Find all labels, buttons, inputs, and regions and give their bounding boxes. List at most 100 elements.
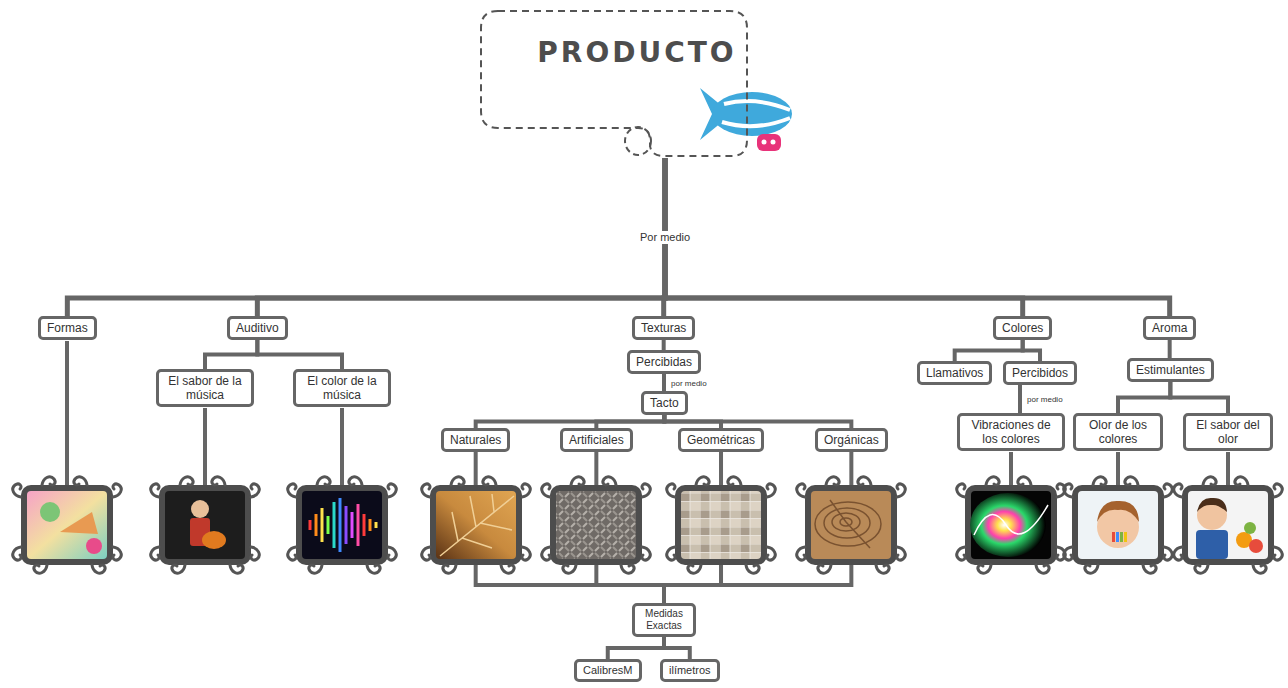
bubble-outline	[478, 8, 750, 158]
connector-line	[1118, 382, 1170, 413]
connector-line	[1018, 385, 1022, 413]
connector-line	[608, 637, 664, 659]
connector-line	[665, 158, 1023, 316]
photo-guitar	[151, 477, 259, 573]
photo-leaf	[422, 477, 530, 573]
blimp-body	[712, 92, 792, 136]
node-text: Geométricas	[687, 433, 755, 447]
node-text: Medidas Exactas	[641, 608, 687, 632]
photo-detail	[1120, 532, 1123, 542]
photo-frame	[542, 477, 650, 573]
concept-box: Medidas Exactas	[632, 603, 696, 637]
photo-guitar-image	[165, 491, 245, 559]
connector-line	[665, 158, 1170, 316]
blimp-stripe	[722, 118, 790, 126]
photo-vibrations	[957, 477, 1065, 573]
concept-box: El sabor del olor	[1183, 413, 1273, 451]
photo-frame	[13, 477, 121, 573]
connector-line	[1170, 382, 1228, 413]
concept-box: Vibraciones de los colores	[957, 413, 1065, 451]
leader-line	[65, 341, 69, 486]
photo-shapes	[13, 477, 121, 573]
connector-line	[1168, 340, 1172, 358]
concept-box: Texturas	[632, 316, 695, 340]
concept-box: Orgánicas	[815, 428, 888, 452]
node-text: Llamativos	[926, 366, 983, 380]
node-text: Estimulantes	[1136, 363, 1205, 377]
concept-box: Auditivo	[227, 316, 288, 340]
concept-box: Geométricas	[678, 428, 764, 452]
node-text: Artificiales	[569, 433, 624, 447]
connector-line	[664, 637, 690, 659]
concept-box: Llamativos	[917, 361, 992, 385]
photo-child-image	[1188, 491, 1268, 559]
node-text: Aroma	[1152, 321, 1187, 335]
photo-child-image	[1078, 491, 1158, 559]
photo-tiles	[667, 477, 775, 573]
photo-leaf-image	[436, 491, 516, 559]
photo-detail	[974, 505, 1048, 535]
photo-child-colors	[1064, 477, 1172, 573]
photo-frame	[151, 477, 259, 573]
node-text: El sabor de la música	[165, 374, 245, 402]
node-text: Olor de los colores	[1082, 418, 1154, 446]
concept-box: ilímetros	[660, 659, 720, 682]
edge-label: por medio	[1026, 395, 1064, 404]
concept-box: Formas	[38, 316, 97, 340]
leader-line	[340, 408, 344, 486]
node-text: Tacto	[650, 396, 679, 410]
connector-line	[205, 340, 257, 369]
connector-line	[662, 340, 666, 350]
node-text: Colores	[1002, 321, 1043, 335]
connector-line	[955, 340, 1023, 361]
title-bubble: PRODUCTO	[478, 8, 750, 158]
photo-frame	[667, 477, 775, 573]
edge-label: por medio	[670, 379, 708, 388]
photo-detail	[440, 494, 514, 556]
bubble-border	[481, 11, 747, 156]
node-text: Percibidos	[1012, 366, 1068, 380]
gondola-window	[762, 140, 767, 145]
photo-metal-image	[556, 491, 636, 559]
concept-box: CalibresM	[574, 659, 642, 682]
leader-line	[203, 408, 207, 486]
photo-metal	[542, 477, 650, 573]
photo-detail	[202, 531, 226, 549]
photo-frame	[797, 477, 905, 573]
photo-detail	[40, 502, 60, 522]
connector-line	[67, 158, 665, 316]
title-text: PRODUCTO	[478, 36, 750, 70]
node-text: Naturales	[450, 433, 501, 447]
concept-box: Olor de los colores	[1073, 413, 1163, 451]
line-label: Por medio	[637, 231, 693, 244]
connector-line	[596, 415, 664, 428]
photo-detail	[1124, 532, 1127, 542]
concept-box: Aroma	[1143, 316, 1196, 340]
photo-detail	[1244, 522, 1256, 534]
photo-shapes-image	[27, 491, 107, 559]
node-text: Auditivo	[236, 321, 279, 335]
photo-frame	[288, 477, 396, 573]
node-text: El sabor del olor	[1192, 418, 1264, 446]
blimp-gondola	[757, 134, 781, 151]
connector-line	[257, 158, 665, 316]
bubble-tail	[625, 127, 651, 155]
concept-box: El sabor de la música	[156, 369, 254, 407]
photo-child-fruit	[1174, 477, 1282, 573]
photo-wood-image	[811, 491, 891, 559]
concept-box: Estimulantes	[1127, 358, 1214, 382]
node-text: Orgánicas	[824, 433, 879, 447]
photo-detail	[815, 500, 881, 548]
photo-detail	[1116, 532, 1119, 542]
blimp-stripe	[724, 101, 790, 110]
photo-detail	[1112, 532, 1115, 542]
leader-line	[1009, 452, 1013, 486]
photo-detail	[1249, 539, 1263, 553]
photo-frame	[422, 477, 530, 573]
photo-music	[288, 477, 396, 573]
concept-box: Naturales	[441, 428, 510, 452]
photo-vibrations-image	[971, 491, 1051, 559]
concept-box: Artificiales	[560, 428, 633, 452]
photo-detail	[1196, 530, 1228, 559]
